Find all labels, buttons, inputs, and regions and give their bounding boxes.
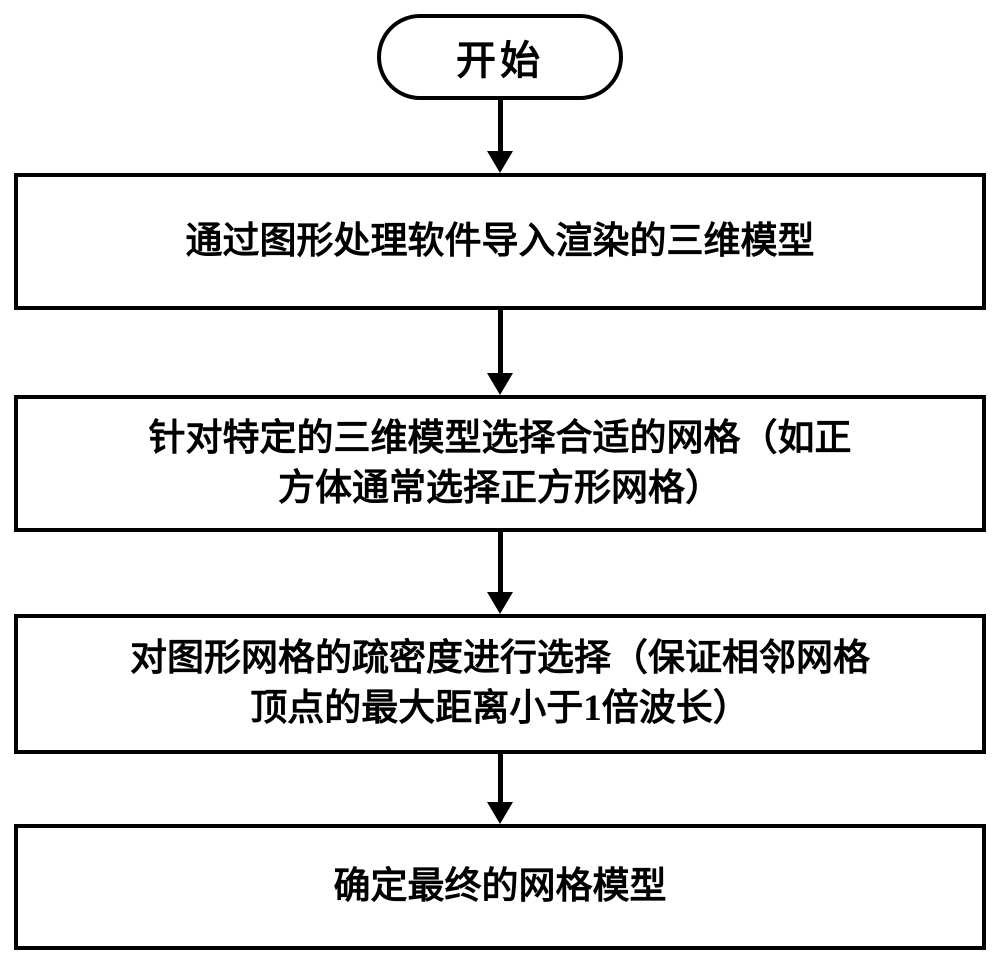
process-step-2-label: 针对特定的三维模型选择合适的网格（如正 方体通常选择正方形网格）: [148, 417, 852, 509]
arrow-head-icon: [487, 151, 513, 173]
process-step-1-label: 通过图形处理软件导入渲染的三维模型: [185, 220, 815, 262]
arrow-line: [497, 100, 503, 151]
arrow-line: [497, 754, 503, 802]
start-node: 开始: [377, 14, 623, 100]
process-step-4-label: 确定最终的网格模型: [333, 866, 667, 908]
arrow-down-3: [487, 532, 513, 614]
arrow-down-2: [487, 310, 513, 395]
arrow-head-icon: [487, 373, 513, 395]
process-step-1: 通过图形处理软件导入渲染的三维模型: [14, 173, 986, 310]
arrow-line: [497, 532, 503, 592]
arrow-line: [497, 310, 503, 373]
arrow-down-4: [487, 754, 513, 824]
process-step-3: 对图形网格的疏密度进行选择（保证相邻网格 顶点的最大距离小于1倍波长）: [14, 614, 986, 754]
arrow-head-icon: [487, 802, 513, 824]
start-node-label: 开始: [456, 38, 544, 83]
process-step-2: 针对特定的三维模型选择合适的网格（如正 方体通常选择正方形网格）: [14, 395, 986, 532]
arrow-head-icon: [487, 592, 513, 614]
process-step-4: 确定最终的网格模型: [14, 824, 986, 950]
arrow-down-1: [487, 100, 513, 173]
process-step-3-label: 对图形网格的疏密度进行选择（保证相邻网格 顶点的最大距离小于1倍波长）: [130, 638, 870, 729]
